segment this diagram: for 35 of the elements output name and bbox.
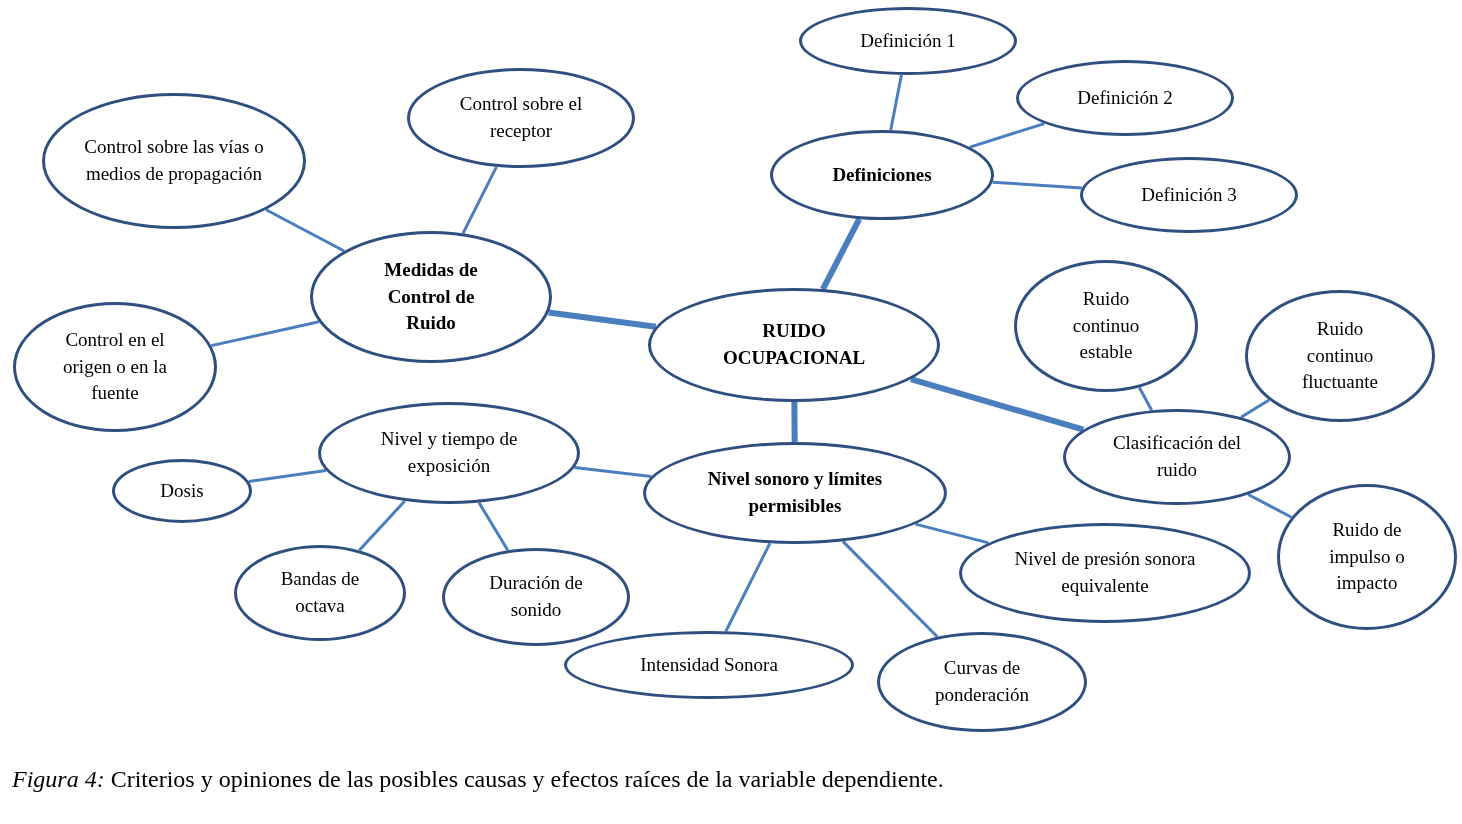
node-label: Control en el origen o en la fuente [62,328,168,406]
connector-line [969,122,1045,149]
connector-line [724,542,772,632]
node-label: Dosis [160,478,204,503]
connector-line [791,402,798,443]
node-label: Intensidad Sonora [640,652,778,677]
node-label: Ruido continuo fluctuante [1301,317,1379,395]
node-label: Definición 1 [860,28,956,53]
connector-line [248,469,327,483]
node-label: Definición 2 [1077,85,1173,110]
node-label: RUIDO OCUPACIONAL [721,319,867,370]
node-label: Nivel sonoro y límites permisibles [706,467,884,518]
node-label: Bandas de octava [279,567,361,618]
node-label: Ruido de impulso o impacto [1328,518,1406,596]
connector-line [910,376,1085,433]
connector-line [1138,386,1153,411]
node-label: Control sobre el receptor [458,92,584,143]
node-label: Clasificación del ruido [1111,431,1243,482]
node-label: Nivel y tiempo de exposición [379,427,519,478]
node-label: Medidas de Control de Ruido [383,258,479,336]
connector-line [889,74,903,131]
figure-caption: Figura 4: Criterios y opiniones de las posibles causas y efectos raíces de la variable dependiente. [12,766,944,793]
node-label: Definición 3 [1141,182,1237,207]
node-label: Definiciones [832,162,932,187]
node-label: Nivel de presión sonora equivalente [1013,547,1197,598]
connector-line [548,309,657,330]
node-label: Duración de sonido [488,571,584,622]
node-label: Curvas de ponderación [934,656,1030,707]
connector-line [1247,493,1293,519]
connector-line [992,180,1082,190]
node-label: Control sobre las vías o medios de propagación [84,135,264,186]
connector-line [1240,398,1270,419]
connector-line [915,522,989,545]
connector-line [265,208,345,253]
node-label: Ruido continuo estable [1071,287,1141,365]
